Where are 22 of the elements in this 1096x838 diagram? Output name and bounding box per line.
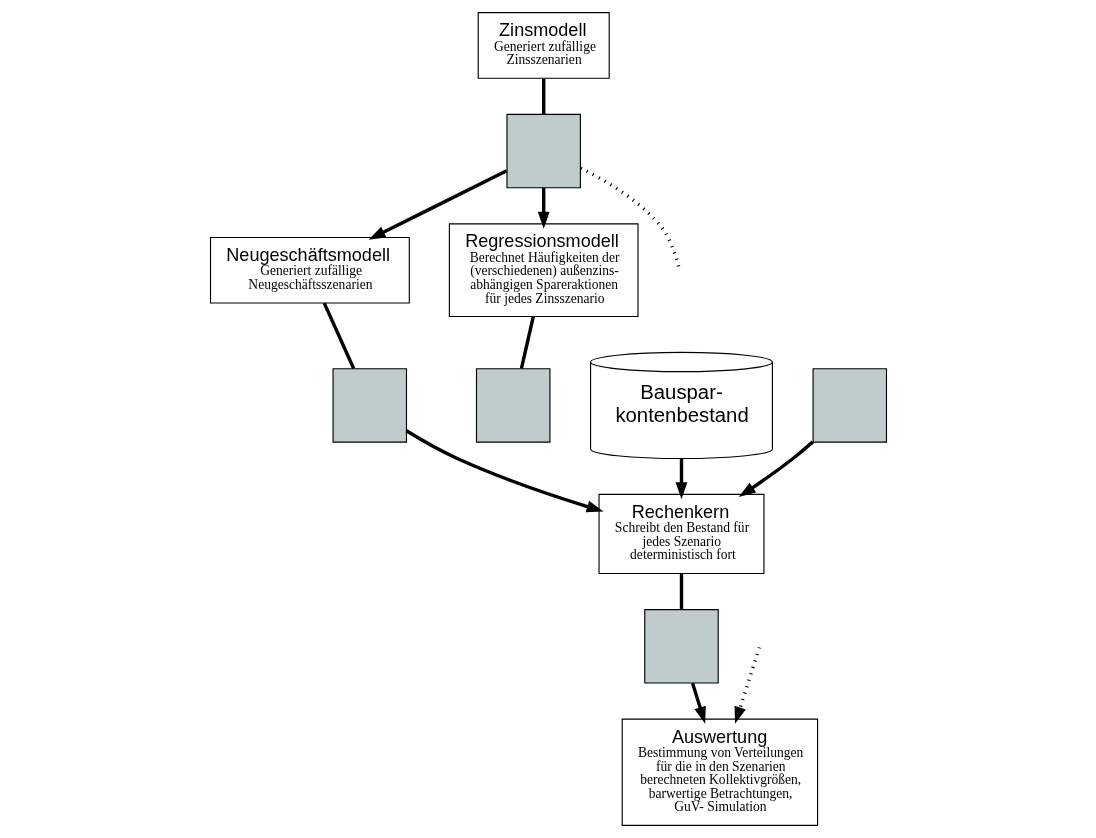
node-box: Auswertung Bestimmung von Verteilungen für die in den Szenarien berechneten Kollektivgrößen, barwertige Betrachtungen, GuV- Simulation xyxy=(621,718,818,826)
node-box: Regressionsmodell Berechnet Häufigkeiten der (verschiedenen) außenzins- abhängigen Spareraktionen für jedes Zinsszenario xyxy=(448,223,639,318)
arrow xyxy=(675,458,687,500)
arrow xyxy=(690,682,706,724)
arrow xyxy=(738,440,814,498)
connector xyxy=(322,302,355,370)
arrow xyxy=(537,187,550,229)
arrow xyxy=(368,169,507,240)
arrow xyxy=(405,429,604,513)
node-box: Neugeschäftsmodell Generiert zufällige Neugeschäftsszenarien xyxy=(209,236,410,304)
connector xyxy=(579,166,681,270)
node-box xyxy=(475,368,550,443)
node-box xyxy=(332,368,407,443)
connector xyxy=(519,316,535,369)
node-box: Rechenkern Schreibt den Bestand für jedes Szenario deterministisch fort xyxy=(597,493,764,574)
connector xyxy=(679,573,683,610)
connector xyxy=(541,78,545,115)
arrow xyxy=(734,647,761,724)
node-box: Zinsmodell Generiert zufällige Zinsszenarien xyxy=(477,12,610,79)
node-box xyxy=(643,609,719,684)
node-box xyxy=(505,113,581,189)
node-box xyxy=(812,368,887,443)
